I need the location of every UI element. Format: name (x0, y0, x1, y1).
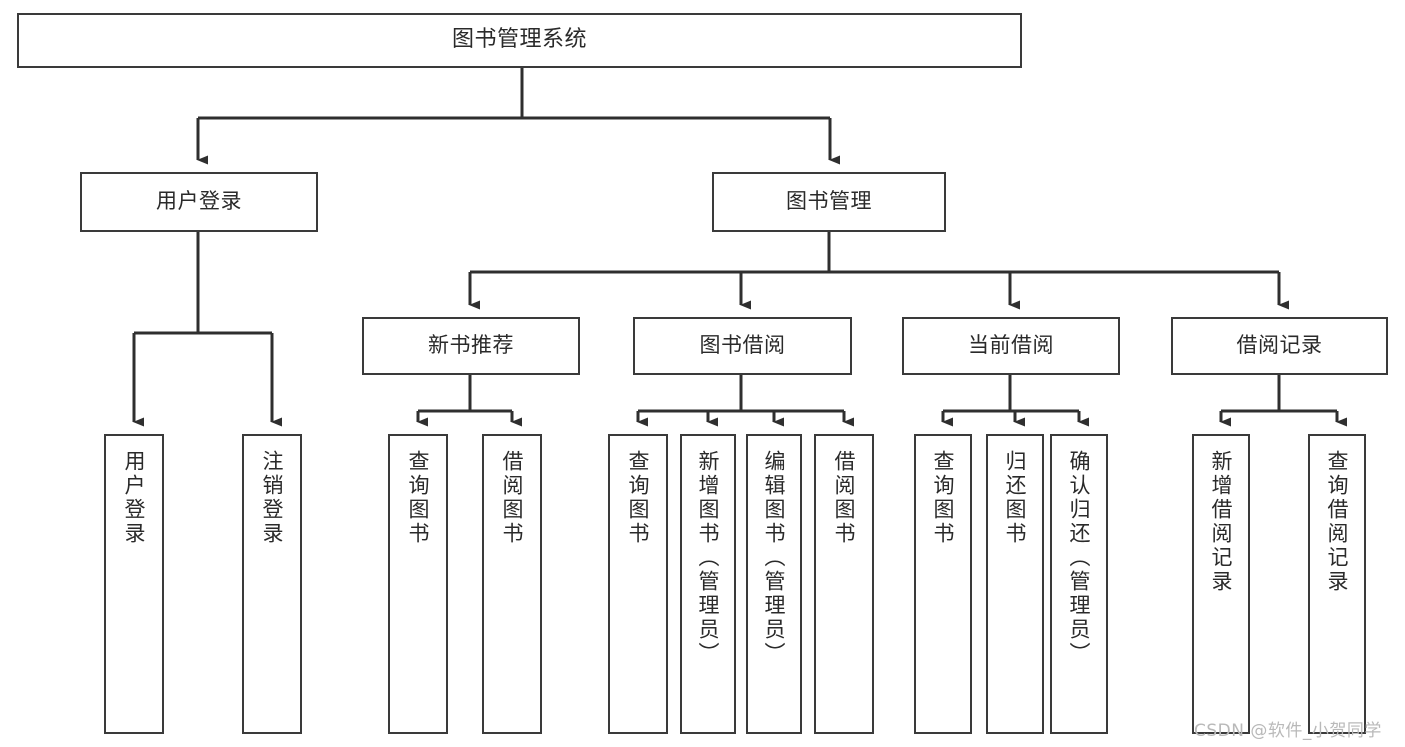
leaf-return-book[interactable]: 归还图书 (986, 434, 1044, 734)
leaf-add-book-admin[interactable]: 新增图书（管理员） (680, 434, 736, 734)
node-book-borrow[interactable]: 图书借阅 (633, 317, 852, 375)
node-new-book-recommend[interactable]: 新书推荐 (362, 317, 580, 375)
csdn-watermark: CSDN @软件_小贺同学 (1194, 721, 1382, 741)
leaf-query-book-current[interactable]: 查询图书 (914, 434, 972, 734)
leaf-label: 查询图书 (626, 450, 651, 546)
leaf-borrow-book-recommend[interactable]: 借阅图书 (482, 434, 542, 734)
node-borrow-record[interactable]: 借阅记录 (1171, 317, 1388, 375)
leaf-label: 借阅图书 (500, 450, 525, 546)
leaf-label: 注销登录 (260, 450, 285, 546)
leaf-label: 借阅图书 (832, 450, 857, 546)
leaf-confirm-return-admin[interactable]: 确认归还（管理员） (1050, 434, 1108, 734)
leaf-logout[interactable]: 注销登录 (242, 434, 302, 734)
leaf-borrow-book-borrow[interactable]: 借阅图书 (814, 434, 874, 734)
leaf-label: 查询借阅记录 (1325, 450, 1350, 594)
leaf-label: 查询图书 (406, 450, 431, 546)
leaf-label: 用户登录 (122, 450, 147, 546)
leaf-label: 新增借阅记录 (1209, 450, 1234, 594)
node-root[interactable]: 图书管理系统 (17, 13, 1022, 68)
leaf-label: 新增图书（管理员） (696, 450, 721, 666)
node-user-login[interactable]: 用户登录 (80, 172, 318, 232)
leaf-query-book-borrow[interactable]: 查询图书 (608, 434, 668, 734)
leaf-query-borrow-record[interactable]: 查询借阅记录 (1308, 434, 1366, 734)
leaf-edit-book-admin[interactable]: 编辑图书（管理员） (746, 434, 802, 734)
leaf-user-login[interactable]: 用户登录 (104, 434, 164, 734)
leaf-query-book-recommend[interactable]: 查询图书 (388, 434, 448, 734)
leaf-label: 归还图书 (1003, 450, 1028, 546)
node-book-manage[interactable]: 图书管理 (712, 172, 946, 232)
leaf-label: 编辑图书（管理员） (762, 450, 787, 666)
node-current-borrow[interactable]: 当前借阅 (902, 317, 1120, 375)
leaf-label: 确认归还（管理员） (1067, 450, 1092, 666)
leaf-label: 查询图书 (931, 450, 956, 546)
leaf-add-borrow-record[interactable]: 新增借阅记录 (1192, 434, 1250, 734)
